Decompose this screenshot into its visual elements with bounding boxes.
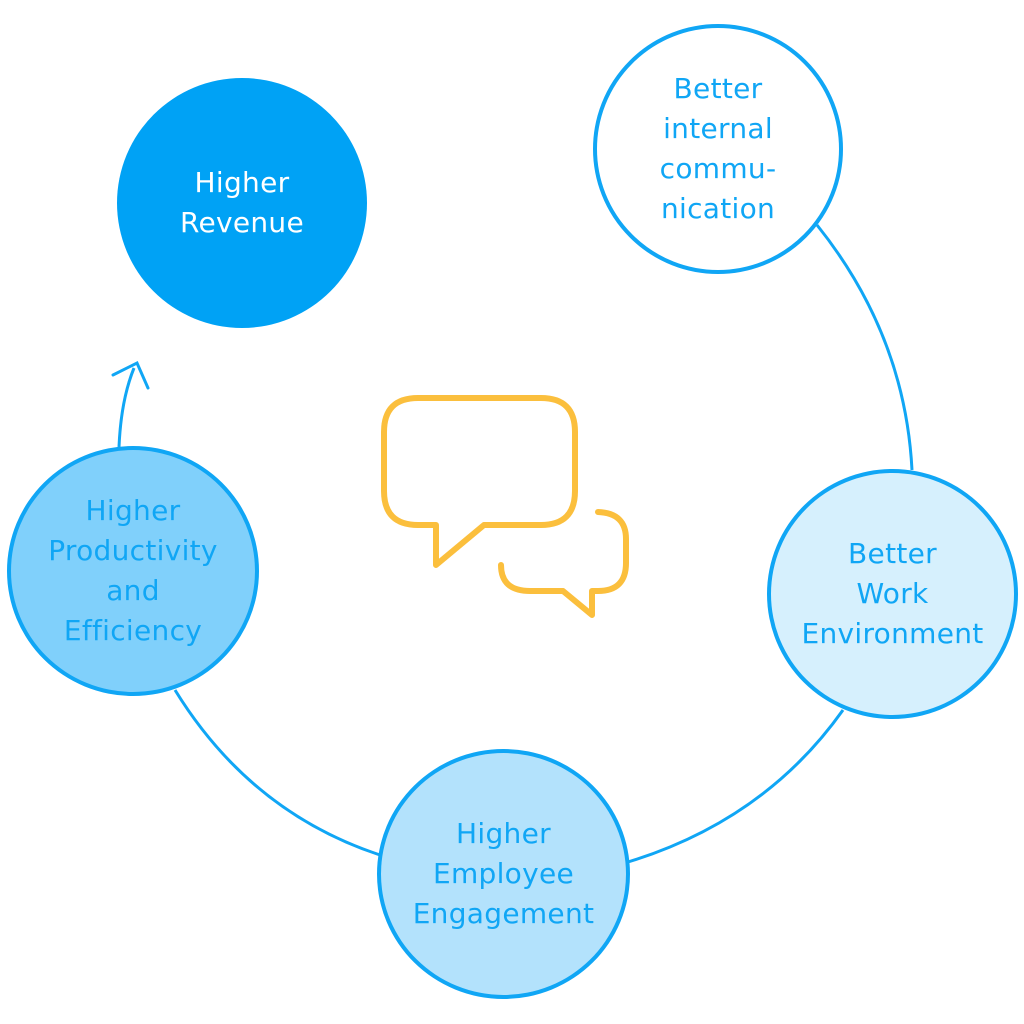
- chat-bubbles-icon: [381, 395, 629, 618]
- node-label-line: Higher: [456, 817, 551, 850]
- node-higher-employee-engagement: Higher Employee Engagement: [377, 749, 630, 999]
- node-label-line: Productivity: [48, 534, 218, 567]
- connector-environment-to-engagement: [627, 709, 845, 864]
- node-label-line: Engagement: [412, 897, 595, 930]
- node-label-line: Employee: [432, 857, 575, 890]
- node-label-line: Work: [856, 577, 929, 610]
- connector-communication-to-environment: [815, 224, 914, 471]
- node-label-line: and: [106, 574, 160, 607]
- node-better-internal-communication: Better internal commu- nication: [593, 24, 843, 274]
- node-label-line: Better: [673, 72, 763, 105]
- node-better-work-environment: Better Work Environment: [767, 469, 1018, 719]
- node-label-line: Efficiency: [63, 614, 203, 647]
- connector-productivity-to-revenue: [117, 367, 136, 448]
- arrowhead-icon: [111, 360, 150, 390]
- node-label-line: commu-: [659, 152, 777, 185]
- connector-engagement-to-productivity: [173, 689, 381, 857]
- node-label-line: nication: [660, 192, 776, 225]
- node-higher-revenue: Higher Revenue: [117, 78, 367, 328]
- node-label-line: Environment: [801, 617, 984, 650]
- node-label-line: Higher: [194, 166, 290, 199]
- node-label-line: Higher: [85, 494, 181, 527]
- small-speech-bubble-icon: [498, 509, 629, 618]
- node-higher-productivity-and-efficiency: Higher Productivity and Efficiency: [7, 446, 259, 696]
- node-label-line: Revenue: [179, 206, 305, 239]
- node-label-line: Better: [848, 537, 937, 570]
- node-label-line: internal: [663, 112, 773, 145]
- large-speech-bubble-icon: [381, 395, 578, 568]
